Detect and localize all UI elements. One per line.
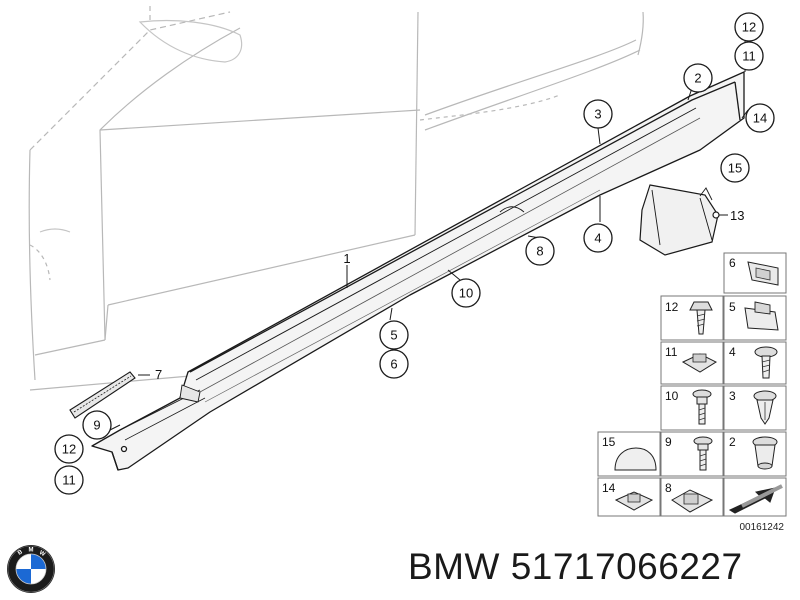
part-number: 51717066227 — [510, 546, 743, 587]
grid-cell-label: 11 — [665, 345, 678, 359]
grid-cell-label: 15 — [602, 435, 616, 449]
callout-label: 4 — [594, 231, 601, 246]
grid-cell-4: 4 — [723, 341, 787, 385]
callout-11-bottom: 11 — [54, 465, 84, 495]
grid-cell-label: 8 — [665, 481, 672, 495]
callout-label: 11 — [62, 473, 76, 488]
callout-label: 12 — [742, 20, 756, 35]
callout-12-bottom: 12 — [54, 434, 84, 464]
grid-cell-8: 8 — [660, 477, 724, 517]
grid-cell-label: 9 — [665, 435, 672, 449]
trim-strip — [69, 371, 150, 419]
callout-label: 6 — [390, 357, 397, 372]
grid-cell-15: 15 — [597, 431, 661, 477]
callout-label: 9 — [93, 418, 100, 433]
callout-15: 15 — [720, 153, 750, 183]
logo-letter: B — [17, 549, 24, 557]
callout-10: 10 — [451, 278, 481, 308]
grid-cell-12: 12 — [660, 295, 724, 341]
callout-label: 11 — [742, 49, 756, 64]
bmw-logo-icon: B M W — [7, 545, 55, 593]
callout-14: 14 — [745, 103, 775, 133]
callout-label: 10 — [459, 286, 473, 301]
grid-cell-label: 6 — [729, 256, 736, 270]
parts-grid: 6 12 5 11 4 — [597, 252, 787, 533]
callout-8: 8 — [525, 236, 555, 266]
diagram-code: 00161242 — [740, 522, 785, 533]
logo-letter: W — [38, 550, 46, 558]
callout-label: 2 — [694, 71, 701, 86]
callout-label: 15 — [728, 161, 742, 176]
brand-name: BMW — [408, 546, 500, 587]
car-body-outline — [28, 5, 644, 391]
callout-6: 6 — [379, 349, 409, 379]
grid-cell-10: 10 — [660, 385, 724, 431]
grid-cell-2: 2 — [723, 431, 787, 477]
logo-letter: M — [29, 548, 34, 554]
grid-cell-label: 5 — [729, 300, 736, 314]
callout-4: 4 — [583, 223, 613, 253]
callout-1-label: 1 — [343, 251, 350, 266]
callout-2: 2 — [683, 63, 713, 93]
grid-cell-arrow — [723, 477, 787, 517]
callout-label: 5 — [390, 328, 397, 343]
callout-3: 3 — [583, 99, 613, 129]
grid-cell-label: 4 — [729, 345, 736, 359]
part-caption: BMW 51717066227 — [408, 546, 743, 588]
callout-13-label: 13 — [730, 208, 744, 223]
callout-11-top: 11 — [734, 41, 764, 71]
callout-12-top: 12 — [734, 12, 764, 42]
grid-cell-label: 14 — [602, 481, 616, 495]
callout-label: 12 — [62, 442, 76, 457]
callout-5: 5 — [379, 320, 409, 350]
grid-cell-6: 6 — [723, 252, 787, 294]
grid-cell-11: 11 — [660, 341, 724, 385]
grid-cell-14: 14 — [597, 477, 661, 517]
grid-cell-9: 9 — [660, 431, 724, 477]
callout-7-label: 7 — [155, 367, 162, 382]
grid-cell-3: 3 — [723, 385, 787, 431]
callouts-plain: 1 7 13 — [155, 208, 744, 382]
callout-9: 9 — [82, 410, 112, 440]
grid-cell-label: 12 — [665, 300, 679, 314]
callout-label: 3 — [594, 107, 601, 122]
side-sill-panel — [91, 71, 745, 471]
callouts-circled: 12 11 2 3 14 15 4 8 — [54, 12, 775, 495]
grid-cell-5: 5 — [723, 295, 787, 341]
callout-label: 14 — [753, 111, 767, 126]
grid-cell-label: 2 — [729, 435, 736, 449]
rear-bracket — [639, 184, 728, 256]
grid-cell-label: 10 — [665, 389, 679, 403]
grid-cell-label: 3 — [729, 389, 736, 403]
callout-label: 8 — [536, 244, 543, 259]
